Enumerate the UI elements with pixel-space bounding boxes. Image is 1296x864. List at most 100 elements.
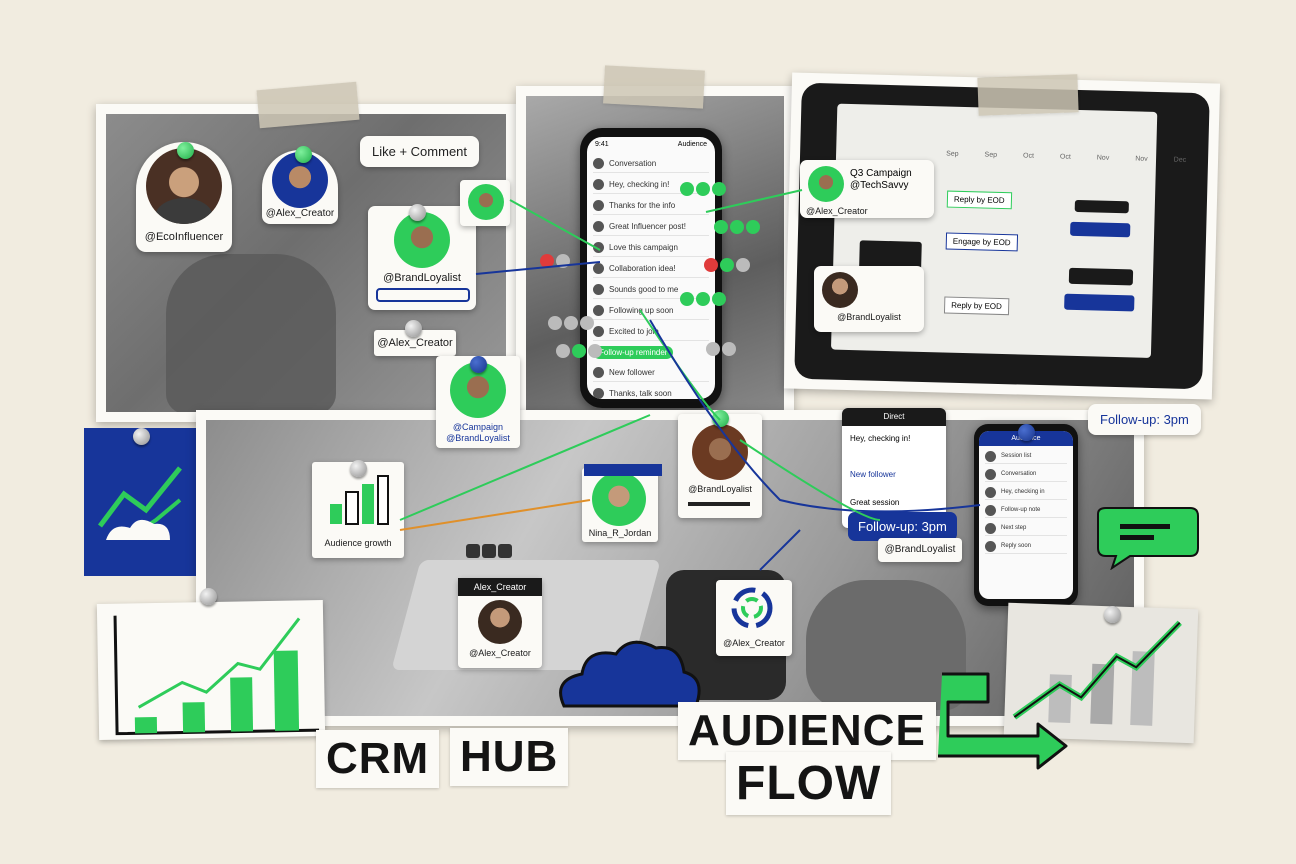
highlight-row[interactable]: Follow-up reminder bbox=[593, 344, 709, 361]
pin-icon bbox=[1104, 606, 1121, 623]
bar-chart-icon bbox=[330, 475, 389, 525]
tablet-photo: Sep Sep Oct Oct Nov Nov Dec Reply by EOD… bbox=[783, 72, 1221, 400]
list-item[interactable]: Love this campaign bbox=[593, 239, 709, 257]
title-audience: AUDIENCE bbox=[678, 702, 936, 760]
phone-right[interactable]: Audience Session list Conversation Hey, … bbox=[974, 424, 1078, 606]
reply-input[interactable] bbox=[376, 288, 470, 302]
workflow-node[interactable]: Reply by EOD bbox=[943, 296, 1010, 316]
avatar bbox=[593, 242, 604, 253]
pin-icon bbox=[1018, 424, 1035, 441]
chat-header: Direct bbox=[842, 408, 946, 426]
app-icon-card[interactable]: @Alex_Creator bbox=[716, 580, 792, 656]
title-hub: HUB bbox=[450, 728, 569, 786]
list-item[interactable]: Great Influencer post! bbox=[593, 218, 709, 236]
campaign-card[interactable]: Q3 Campaign @TechSavvy @Alex_Creator bbox=[800, 160, 934, 218]
profile-card-alex-creator-bottom[interactable]: Alex_Creator @Alex_Creator bbox=[458, 578, 542, 668]
avatar bbox=[593, 367, 604, 378]
profile-card-eco-influencer[interactable]: @EcoInfluencer bbox=[136, 142, 232, 252]
pin-icon bbox=[200, 588, 217, 605]
chat-panel[interactable]: Direct Hey, checking in! New follower Gr… bbox=[842, 408, 946, 528]
profile-label-brand-loyalist[interactable]: @BrandLoyalist bbox=[878, 538, 962, 562]
highlight-pill: Follow-up reminder bbox=[593, 346, 674, 359]
profile-handle: @Alex_Creator bbox=[806, 206, 868, 216]
profile-card-brand-loyalist-tablet[interactable]: @BrandLoyalist bbox=[814, 266, 924, 332]
green-reaction-group bbox=[680, 182, 726, 196]
profile-label-alex-creator[interactable]: @Alex_Creator bbox=[374, 330, 456, 356]
avatar bbox=[592, 472, 646, 526]
avatar bbox=[593, 158, 604, 169]
column-header: Oct bbox=[1059, 153, 1071, 161]
cloud-icon bbox=[559, 640, 701, 708]
column-header: Dec bbox=[1173, 156, 1187, 164]
list-item[interactable]: Next step bbox=[985, 521, 1067, 536]
green-reaction-group bbox=[680, 292, 726, 306]
profile-card-brand-loyalist-mid[interactable]: @BrandLoyalist bbox=[678, 414, 762, 518]
list-item[interactable]: Sounds good to me bbox=[593, 281, 709, 299]
pin-icon bbox=[409, 204, 426, 221]
list-item[interactable]: Hey, checking in! bbox=[593, 176, 709, 194]
avatar bbox=[478, 600, 522, 644]
follow-up-bubble: Follow-up: 3pm bbox=[848, 512, 957, 541]
growth-cloud-card bbox=[84, 428, 200, 576]
avatar bbox=[593, 263, 604, 274]
workflow-node[interactable]: Reply by EOD bbox=[946, 190, 1012, 210]
profile-card-alex-creator[interactable]: @Alex_Creator bbox=[262, 150, 338, 224]
growth-cloud-icon bbox=[98, 466, 182, 540]
green-reaction-group bbox=[714, 220, 760, 234]
profile-card-woman[interactable]: Nina_R_Jordan bbox=[582, 468, 658, 542]
avatar bbox=[146, 148, 222, 224]
avatar bbox=[593, 284, 604, 295]
profile-card-brand-loyalist[interactable]: @BrandLoyalist bbox=[368, 206, 476, 310]
tape-strip bbox=[603, 65, 705, 109]
list-item[interactable]: Conversation bbox=[593, 155, 709, 173]
title-crm: CRM bbox=[316, 730, 440, 788]
column-header: Nov bbox=[1135, 155, 1148, 163]
heart-reaction-group bbox=[540, 254, 570, 268]
phone-main[interactable]: 9:41 Audience Conversation Hey, checking… bbox=[580, 128, 722, 408]
list-item[interactable]: Hey, checking in bbox=[985, 485, 1067, 500]
list-item[interactable]: Reply soon bbox=[985, 539, 1067, 554]
profile-handle: @BrandLoyalist bbox=[383, 272, 461, 284]
list-item[interactable]: Thanks for the info bbox=[593, 197, 709, 215]
list-item[interactable]: Excited to join bbox=[593, 323, 709, 341]
avatar bbox=[593, 221, 604, 232]
list-item[interactable]: Collaboration idea! bbox=[593, 260, 709, 278]
avatar-card[interactable] bbox=[460, 180, 510, 226]
list-item[interactable]: Thanks, talk soon bbox=[593, 385, 709, 399]
workflow-node-blue[interactable] bbox=[1070, 221, 1131, 238]
chat-message: Great session bbox=[850, 498, 900, 507]
column-header: Nov bbox=[1096, 154, 1110, 162]
avatar bbox=[985, 522, 996, 534]
list-item[interactable]: Follow-up note bbox=[985, 503, 1067, 518]
growth-chart-note[interactable] bbox=[96, 600, 326, 740]
workflow-node-blue[interactable] bbox=[1064, 293, 1135, 312]
avatar bbox=[593, 305, 604, 316]
like-reaction-group bbox=[548, 316, 594, 330]
progress-bar bbox=[688, 502, 750, 506]
status-time: 9:41 bbox=[595, 141, 609, 148]
pin-icon bbox=[295, 146, 312, 163]
bar-chart-card[interactable]: Audience growth bbox=[312, 462, 404, 558]
chat-icon-green bbox=[1097, 507, 1199, 570]
list-item[interactable]: New follower bbox=[593, 364, 709, 382]
avatar bbox=[985, 486, 996, 498]
workflow-node[interactable]: Engage by EOD bbox=[945, 232, 1018, 252]
workflow-node-dark[interactable] bbox=[1068, 267, 1134, 286]
list-item[interactable]: Conversation bbox=[985, 467, 1067, 482]
chat-message: New follower bbox=[850, 470, 896, 479]
profile-handle: @Alex_Creator bbox=[469, 648, 531, 658]
profile-handle: @BrandLoyalist bbox=[688, 484, 752, 494]
follow-up-bubble-right: Follow-up: 3pm bbox=[1088, 404, 1201, 435]
profile-handle: @EcoInfluencer bbox=[144, 231, 224, 243]
hand-shape bbox=[806, 580, 966, 710]
avatar bbox=[593, 200, 604, 211]
profile-handle: @Alex_Creator bbox=[265, 208, 335, 219]
campaign-label: Q3 Campaign @TechSavvy bbox=[850, 168, 912, 191]
hand-shape bbox=[166, 254, 336, 412]
growth-trend-icon bbox=[1012, 620, 1182, 726]
toggle-icon-group[interactable] bbox=[466, 544, 512, 558]
avatar bbox=[985, 468, 996, 480]
workflow-node-dark[interactable] bbox=[1074, 199, 1129, 214]
avatar bbox=[593, 179, 604, 190]
list-item[interactable]: Session list bbox=[985, 449, 1067, 464]
